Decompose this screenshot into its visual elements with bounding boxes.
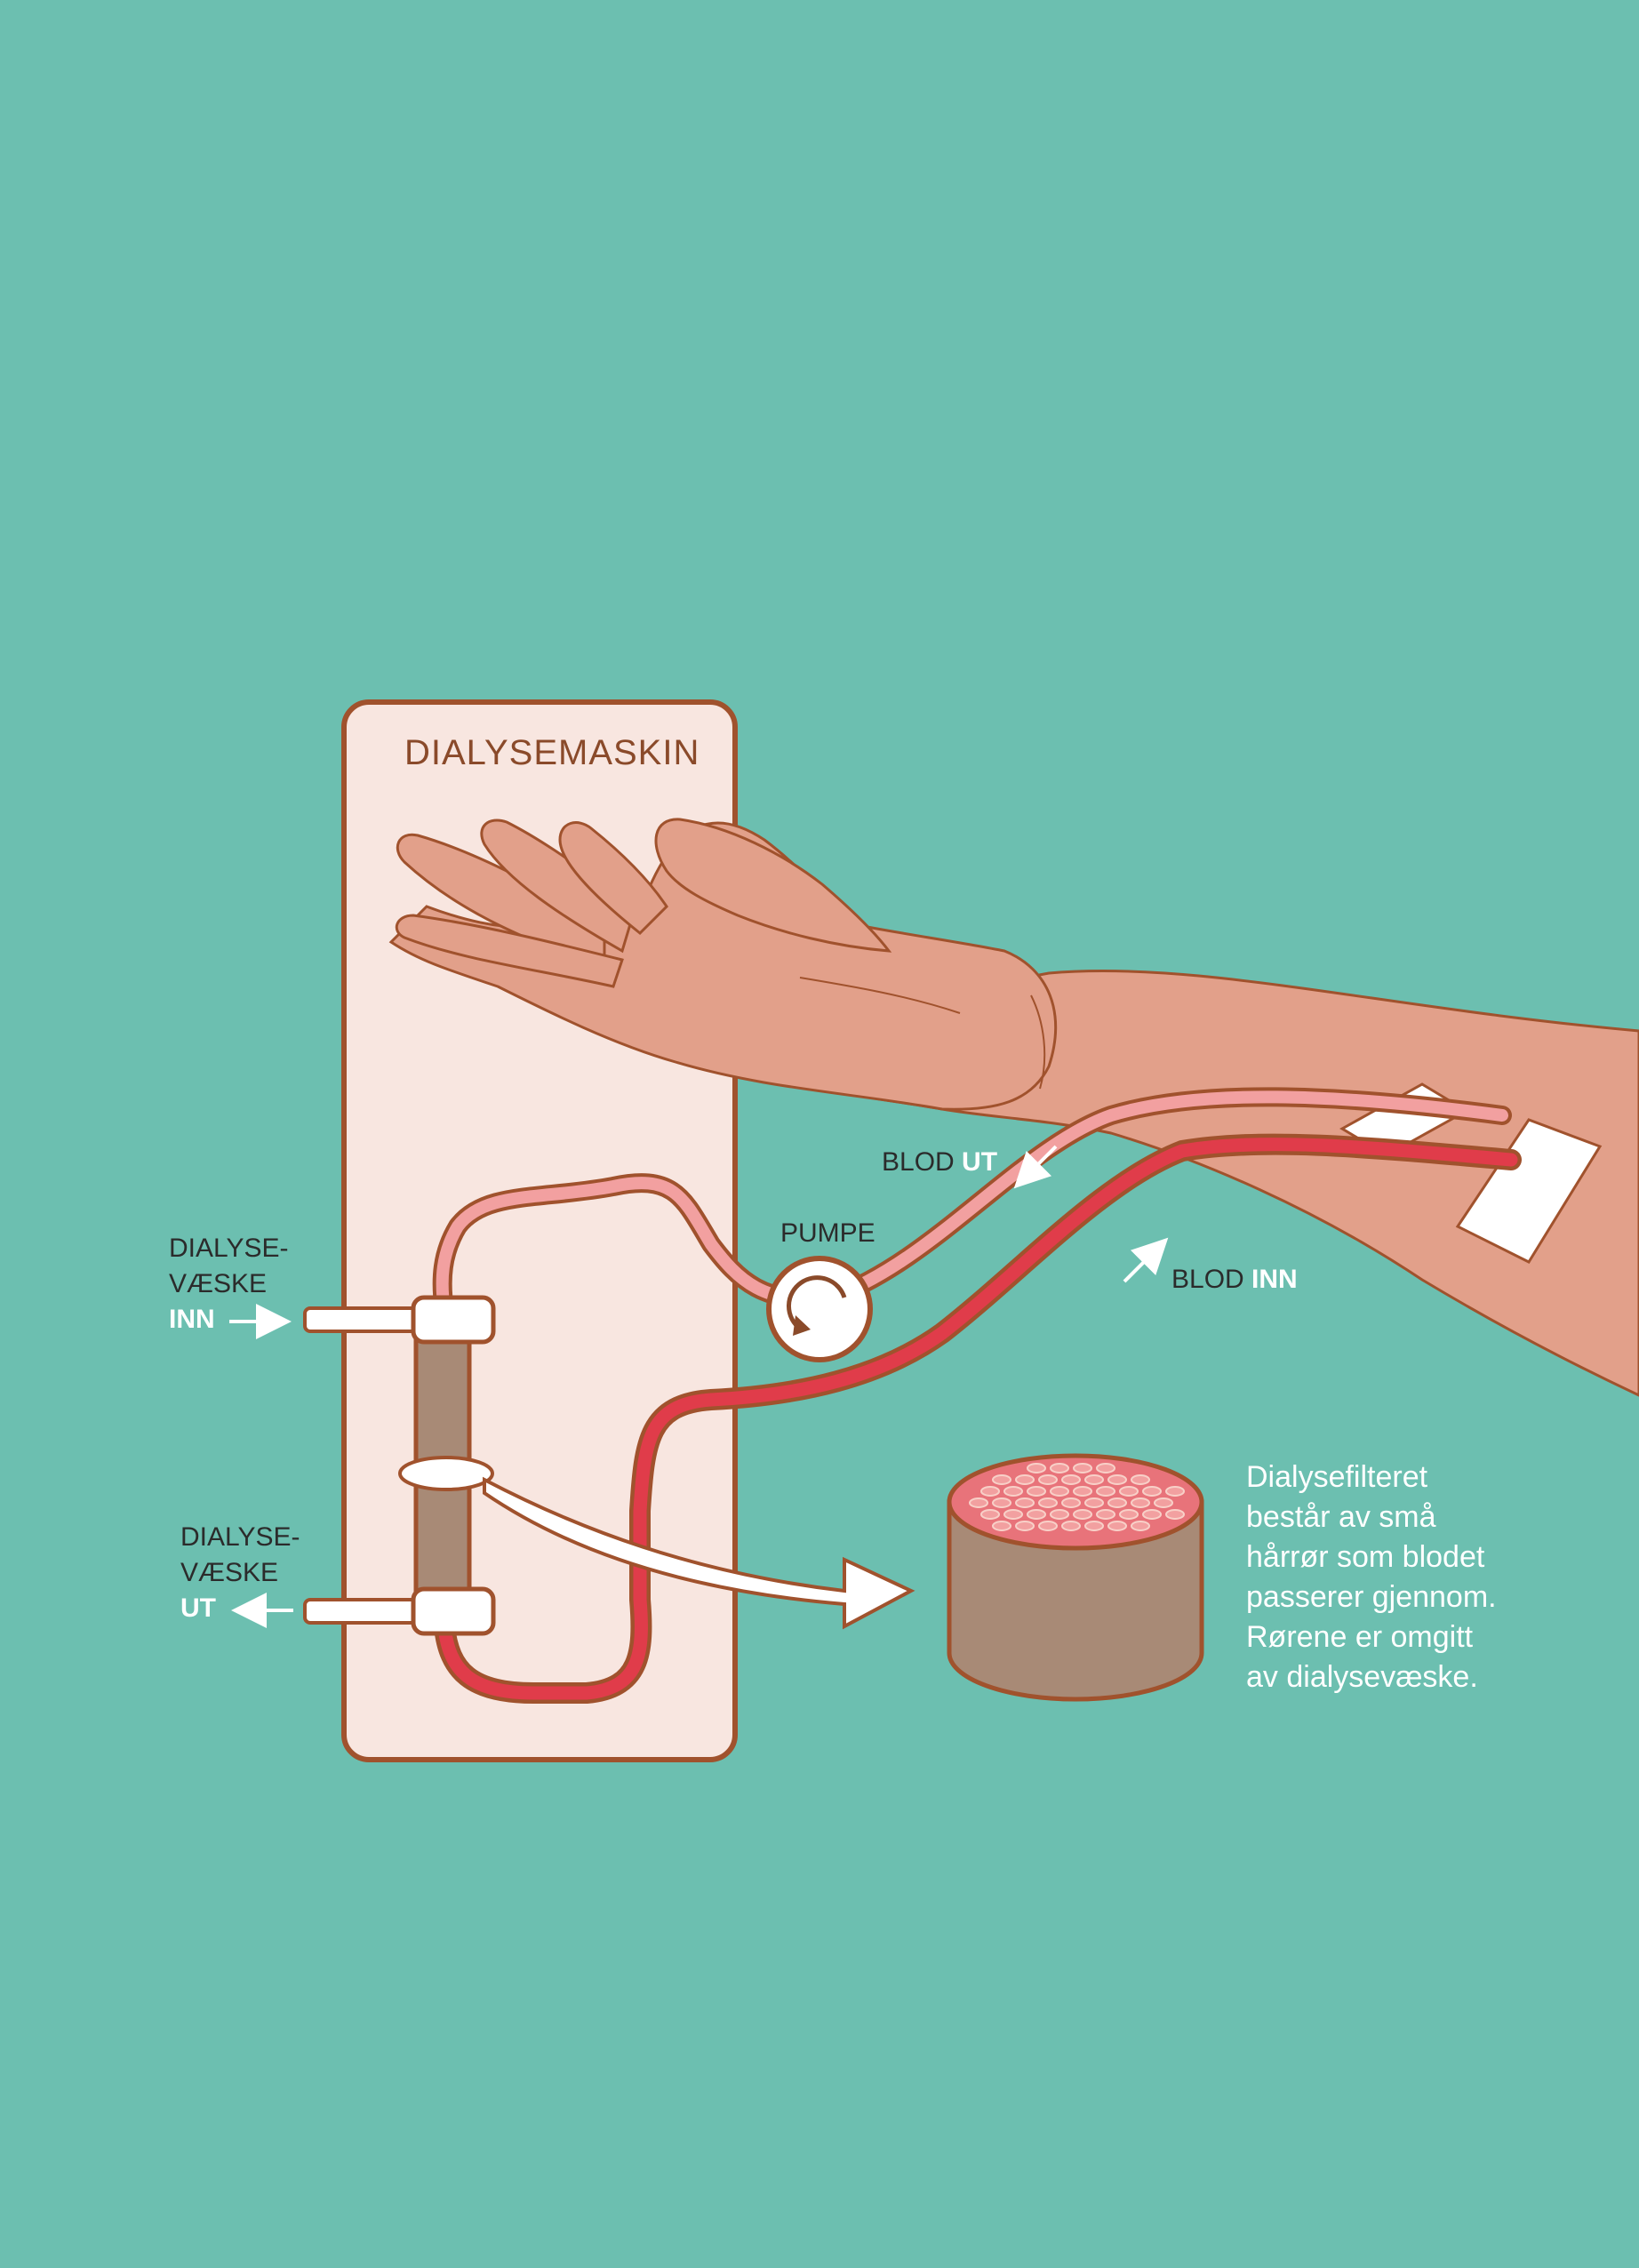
- description-line: passerer gjennom.: [1246, 1580, 1497, 1614]
- capillary-tube: [1003, 1486, 1023, 1497]
- magnify-spot: [398, 1456, 494, 1491]
- description-line: består av små: [1246, 1500, 1436, 1534]
- blood-in-label: BLOD INN: [1171, 1262, 1298, 1298]
- fluid-in-line3: INN: [169, 1305, 215, 1334]
- description-line: Rørene er omgitt: [1246, 1620, 1474, 1654]
- pump-label: PUMPE: [780, 1218, 875, 1248]
- capillary-tube: [1050, 1486, 1069, 1497]
- capillary-tube: [980, 1486, 1000, 1497]
- description-line: Dialysefilteret: [1246, 1460, 1428, 1494]
- fluid-in-line2: VÆSKE: [169, 1269, 268, 1298]
- capillary-tube: [1061, 1497, 1081, 1508]
- capillary-tube: [1142, 1486, 1162, 1497]
- arm-hand: [388, 818, 1639, 1397]
- fluid-in-label: DIALYSE- VÆSKE INN: [169, 1231, 289, 1338]
- capillary-tube: [992, 1521, 1011, 1531]
- blood-in-tube: [434, 1133, 1522, 1704]
- blood-out-tube: [432, 1087, 1512, 1321]
- capillary-tube: [1084, 1521, 1104, 1531]
- capillary-tube: [1096, 1509, 1115, 1520]
- capillary-tube: [1165, 1486, 1185, 1497]
- fluid-out-connector: [303, 1586, 496, 1636]
- capillary-tube: [1015, 1497, 1035, 1508]
- filter-description: Dialysefilteret består av små hårrør som…: [1246, 1457, 1602, 1697]
- capillary-tube: [980, 1509, 1000, 1520]
- fluid-out-line2: VÆSKE: [180, 1558, 279, 1587]
- capillary-tube: [1131, 1497, 1150, 1508]
- capillary-tube: [992, 1497, 1011, 1508]
- capillary-tube: [1119, 1509, 1139, 1520]
- capillary-tube: [1096, 1463, 1115, 1473]
- description-line: av dialysevæske.: [1246, 1660, 1478, 1694]
- capillary-tube: [1073, 1509, 1092, 1520]
- capillary-tube: [1050, 1463, 1069, 1473]
- capillary-tube: [1084, 1474, 1104, 1485]
- capillary-tube: [1073, 1486, 1092, 1497]
- blood-out-label: BLOD UT: [882, 1145, 997, 1180]
- blood-in-arrow: [1123, 1237, 1169, 1283]
- capillary-tube: [1027, 1486, 1046, 1497]
- capillary-tube: [1107, 1521, 1127, 1531]
- fluid-out-line3: UT: [180, 1593, 216, 1623]
- capillary-tube: [1050, 1509, 1069, 1520]
- capillary-tube: [1154, 1497, 1173, 1508]
- fluid-out-line1: DIALYSE-: [180, 1522, 300, 1552]
- magnify-arrow: [483, 1476, 915, 1630]
- capillary-tube: [1084, 1497, 1104, 1508]
- blood-in-dir: INN: [1251, 1265, 1298, 1294]
- capillary-tube: [1131, 1474, 1150, 1485]
- capillary-tube: [969, 1497, 988, 1508]
- capillary-tube: [1096, 1486, 1115, 1497]
- capillary-tube: [1015, 1521, 1035, 1531]
- pump: [766, 1256, 873, 1362]
- capillary-tube: [1003, 1509, 1023, 1520]
- capillary-tube: [1038, 1521, 1058, 1531]
- capillary-tube: [1107, 1474, 1127, 1485]
- capillary-tube: [1038, 1497, 1058, 1508]
- blood-out-word: BLOD: [882, 1147, 955, 1177]
- capillary-tube: [1119, 1486, 1139, 1497]
- filter-cross-section: [947, 1453, 1204, 1702]
- capillary-tube: [1027, 1463, 1046, 1473]
- capillary-tube: [1015, 1474, 1035, 1485]
- capillary-tube: [1142, 1509, 1162, 1520]
- fluid-in-line1: DIALYSE-: [169, 1234, 289, 1263]
- capillary-tube: [1073, 1463, 1092, 1473]
- blood-out-dir: UT: [962, 1147, 998, 1177]
- capillary-tube: [1131, 1521, 1150, 1531]
- capillary-tube: [1061, 1474, 1081, 1485]
- capillary-tube: [992, 1474, 1011, 1485]
- capillary-tube: [1107, 1497, 1127, 1508]
- capillary-tube: [1038, 1474, 1058, 1485]
- capillary-tube: [1027, 1509, 1046, 1520]
- blood-out-arrow: [1013, 1145, 1058, 1189]
- capillary-tube: [1061, 1521, 1081, 1531]
- description-line: hårrør som blodet: [1246, 1540, 1485, 1574]
- capillary-tubes: [969, 1463, 1185, 1531]
- fluid-out-label: DIALYSE- VÆSKE UT: [180, 1520, 300, 1626]
- capillary-tube: [1165, 1509, 1185, 1520]
- machine-title: DIALYSEMASKIN: [404, 733, 700, 772]
- fluid-in-connector: [303, 1295, 496, 1345]
- blood-in-word: BLOD: [1171, 1265, 1244, 1294]
